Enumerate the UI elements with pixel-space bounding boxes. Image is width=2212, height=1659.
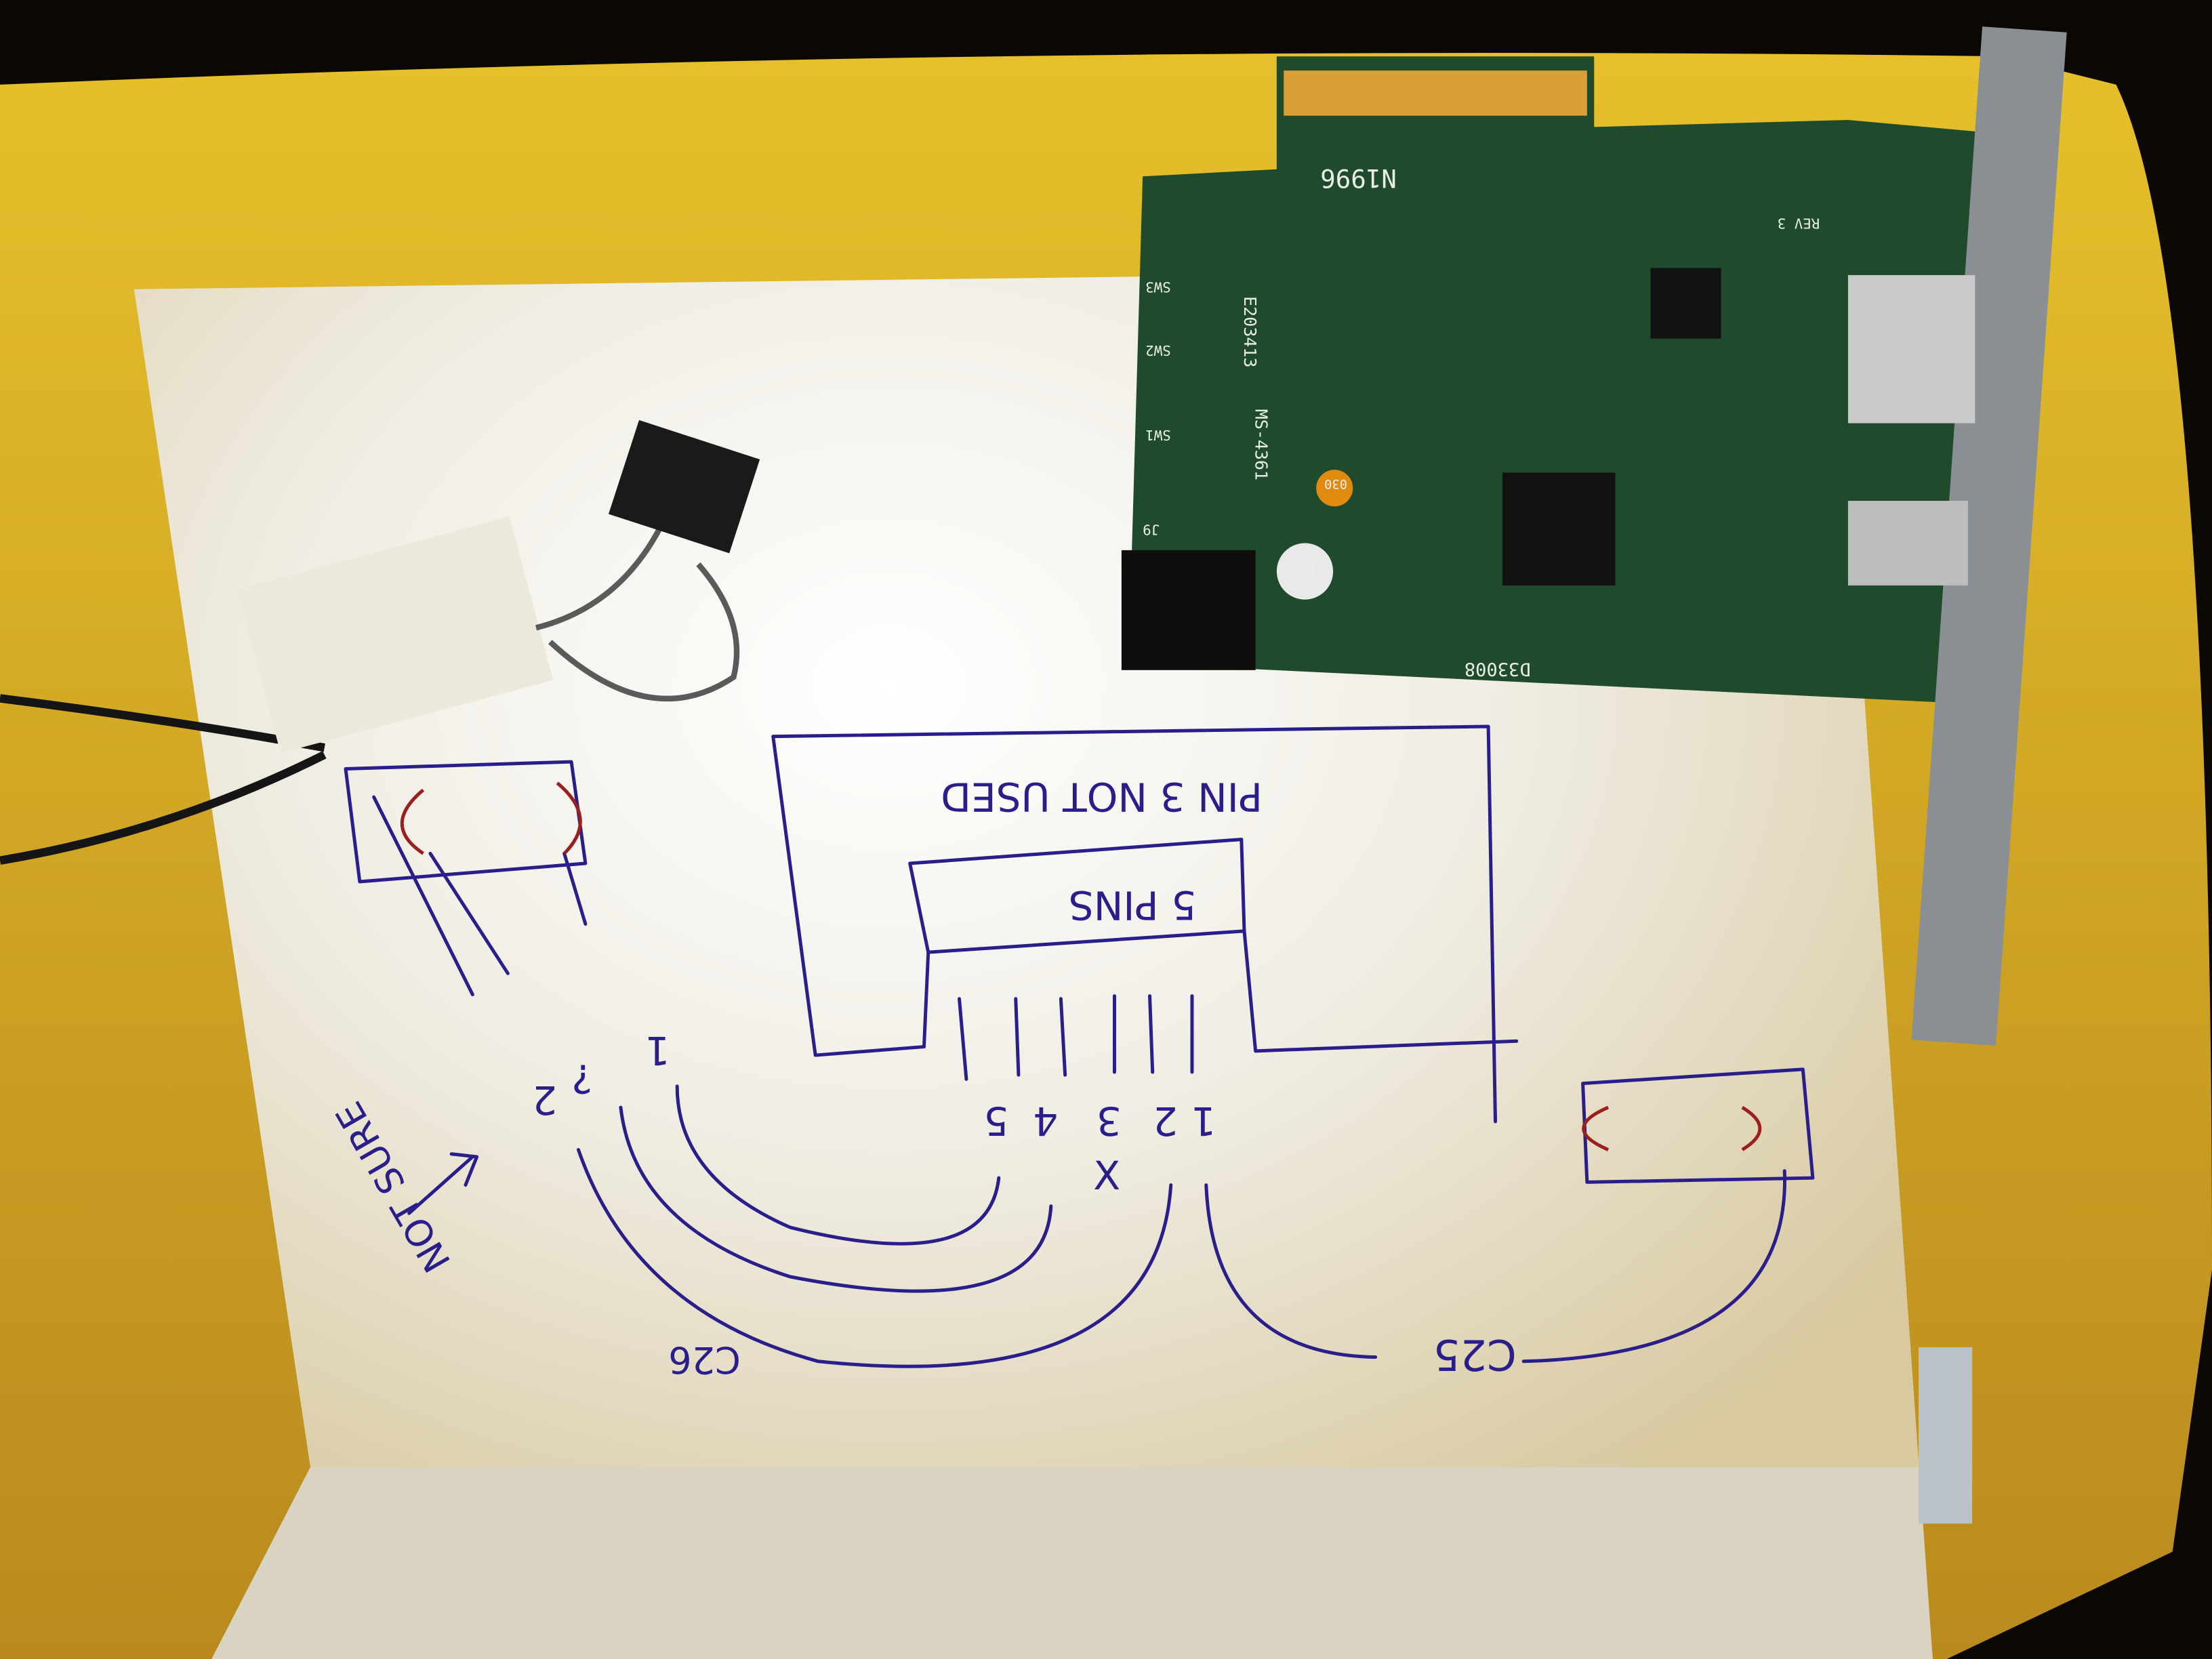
badge-rohs	[1316, 470, 1353, 507]
board-fcc-id: D33008	[1465, 658, 1531, 679]
chip-main	[1502, 472, 1616, 586]
jumper-loops	[400, 781, 1762, 1151]
header-pin-1: 1	[645, 1027, 670, 1073]
cable-curve-c25	[1204, 1169, 1786, 1364]
tape	[237, 516, 554, 754]
pcie-gold-fingers	[1284, 70, 1587, 116]
header-pin-2: 2	[532, 1077, 557, 1123]
connector-label: 5 PINS	[1069, 882, 1196, 928]
switch-sw2: SW2	[1145, 342, 1171, 359]
cable-curves-c26	[576, 1084, 1173, 1368]
badge-ten-text: 10	[1295, 560, 1319, 583]
header-right	[1581, 1067, 1815, 1184]
board-part: MS-4361	[1252, 409, 1271, 480]
unused-mark: X	[1093, 1153, 1120, 1199]
pin-number-4: 4	[1033, 1098, 1058, 1144]
header-left	[344, 760, 588, 884]
pin-number-5: 5	[983, 1098, 1008, 1144]
switch-sw3: SW3	[1145, 279, 1171, 295]
pin-lines	[958, 994, 1194, 1081]
pcie-card: N1996 MS-4361 E203413 D33008 SW3 SW2 SW1…	[1121, 26, 2067, 1046]
usb-port	[1847, 274, 1975, 424]
header-pin-unknown: ?	[571, 1056, 592, 1102]
pin-number-2: 2	[1153, 1098, 1178, 1144]
paper-fold	[211, 1467, 1933, 1659]
pin-number-1: 1	[1191, 1098, 1216, 1144]
board-cert: E203413	[1240, 296, 1260, 367]
outer-box	[771, 724, 1519, 1124]
header-left-leads	[372, 795, 588, 997]
header-socket	[1121, 550, 1256, 670]
wire-grey-2	[548, 562, 740, 702]
cable-label-c26: C26	[668, 1338, 741, 1381]
chip-2	[1650, 268, 1721, 339]
pin-number-3: 3	[1097, 1098, 1122, 1144]
wire-grey-1	[535, 520, 666, 631]
stamp	[1919, 1347, 1973, 1524]
five-pin-plug	[608, 419, 760, 554]
badge-ten	[1276, 543, 1334, 600]
cable-label-c25: C25	[1433, 1330, 1517, 1380]
jumper-j9: J9	[1143, 521, 1160, 537]
arrow-icon	[407, 1152, 479, 1215]
board-model: N1996	[1320, 163, 1397, 193]
usb-c-port	[1847, 500, 1968, 586]
badge-rohs-text: 030	[1324, 476, 1347, 491]
board-revision: REV 3	[1778, 216, 1820, 232]
switch-sw1: SW1	[1145, 427, 1171, 443]
pin-note: PIN 3 NOT USED	[941, 773, 1263, 819]
bracket	[1911, 26, 2067, 1046]
inner-box	[908, 838, 1258, 1053]
